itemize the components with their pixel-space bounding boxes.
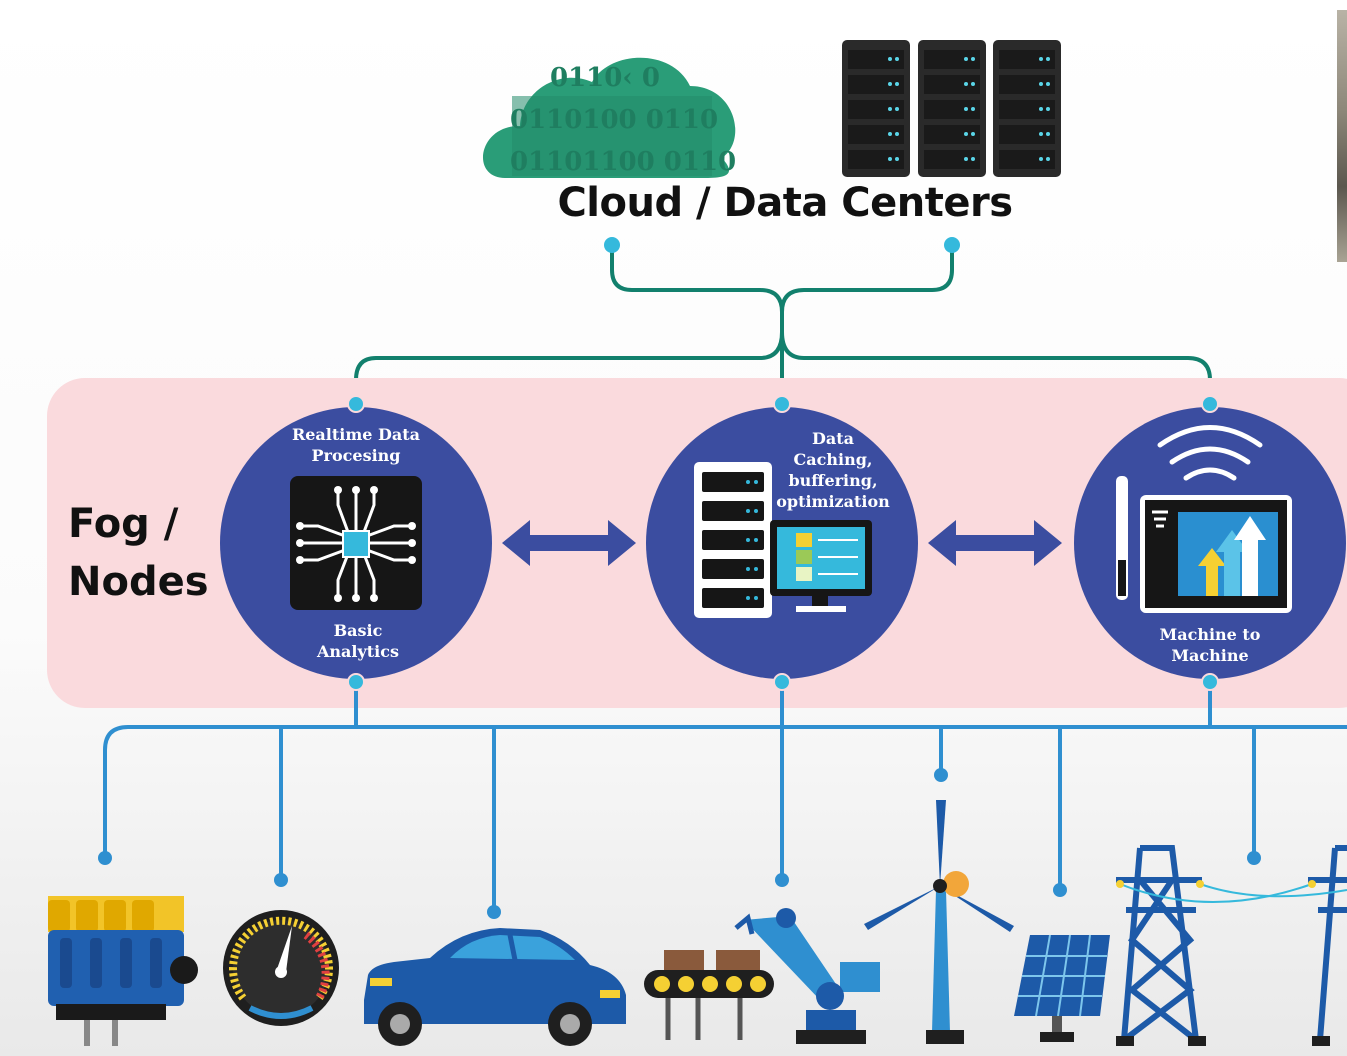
node-left-top-line1: Realtime Data [291, 425, 421, 444]
bidirectional-arrow-left [502, 520, 636, 566]
cloud-title: Cloud / Data Centers [557, 180, 1013, 226]
bidirectional-arrow-right [928, 520, 1062, 566]
node-left-bottom-text: Basic Analytics [296, 620, 420, 662]
server-rack-icon [842, 40, 1061, 177]
node-right-line1: Machine to [1159, 625, 1261, 644]
power-lines [1119, 883, 1347, 903]
node-right-text: Machine to Machine [1140, 624, 1280, 666]
node-left-top-line2: Procesing [311, 446, 401, 465]
cloud-connection-lines [354, 246, 1212, 402]
node-right-line2: Machine [1171, 646, 1249, 665]
node-connector-dot [1201, 395, 1219, 413]
node-left-bottom-line2: Analytics [316, 642, 399, 661]
cloud-binary-2: 0110100 0110 [510, 105, 718, 135]
node-left-bottom-line1: Basic [333, 621, 383, 640]
engine-icon [48, 896, 198, 1046]
node-connector-dot [347, 673, 365, 691]
tablet-wifi-icon [1116, 425, 1292, 613]
fog-label-line1: Fog / [68, 501, 179, 547]
server-monitor-icon [694, 462, 872, 618]
cloud-binary-3: 01101100 0110 [510, 147, 736, 177]
node-middle-line4: optimization [776, 492, 890, 511]
device-connector-dots [98, 768, 1261, 919]
fog-label-line2: Nodes [68, 559, 209, 605]
cloud-connector-dot [944, 237, 960, 253]
node-connector-dot [1201, 673, 1219, 691]
node-left-top-text: Realtime Data Procesing [276, 424, 436, 466]
speedometer-icon [223, 910, 339, 1026]
node-connector-dot [347, 395, 365, 413]
power-tower-icon [1116, 845, 1347, 1043]
node-middle-line2: Caching, [793, 450, 873, 469]
cloud-icon: 0110‹ 0 0110100 0110 01101100 0110 [482, 57, 736, 178]
presenter-video-edge [1337, 10, 1347, 262]
solar-panel-icon [1014, 934, 1110, 1042]
car-icon [364, 928, 626, 1046]
node-connector-dot [773, 395, 791, 413]
chip-icon [290, 476, 422, 610]
wind-turbine-icon [864, 800, 1014, 1044]
node-connector-dot [773, 673, 791, 691]
node-middle-text: Data Caching, buffering, optimization [770, 428, 896, 512]
robot-arm-icon [644, 908, 880, 1044]
node-middle-line3: buffering, [788, 471, 878, 490]
node-middle-line1: Data [812, 429, 854, 448]
cloud-connector-dot [604, 237, 620, 253]
cloud-binary-1: 0110‹ 0 [550, 63, 660, 93]
fog-label: Fog / Nodes [68, 495, 209, 611]
